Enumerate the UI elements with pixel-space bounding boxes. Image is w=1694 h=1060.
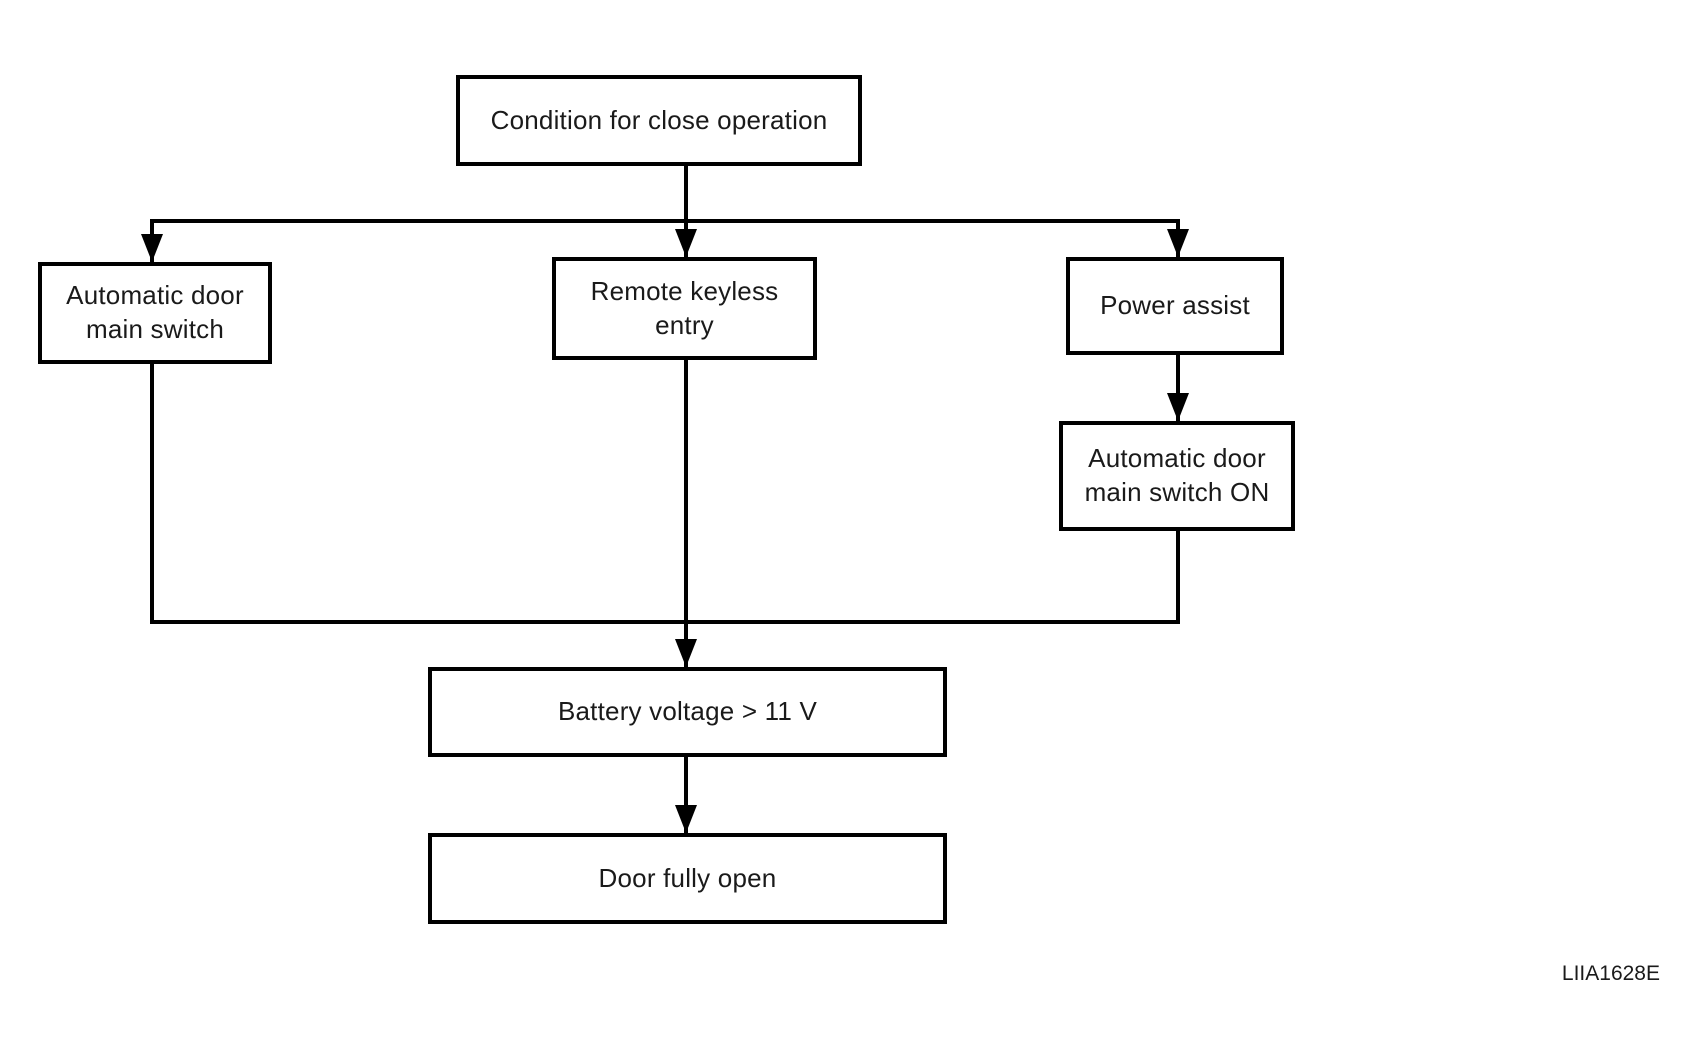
connector-condition-drop: [684, 166, 688, 257]
node-automatic-door-main-switch-on: Automatic door main switch ON: [1059, 421, 1295, 531]
connector-battery-to-door: [684, 757, 688, 833]
arrow-down-icon: [675, 639, 697, 667]
arrow-down-icon: [675, 229, 697, 257]
node-remote-keyless-entry: Remote keyless entry: [552, 257, 817, 360]
figure-code-label: LIIA1628E: [1561, 962, 1660, 985]
node-automatic-door-main-switch: Automatic door main switch: [38, 262, 272, 364]
node-door-fully-open: Door fully open: [428, 833, 947, 924]
arrow-down-icon: [675, 805, 697, 833]
connector-center-to-battery: [684, 360, 688, 667]
arrow-down-icon: [1167, 229, 1189, 257]
connector-branch-line: [150, 219, 1180, 223]
connector-power-assist-to-switch-on: [1176, 355, 1180, 421]
connector-merge-line: [150, 620, 1180, 624]
arrow-down-icon: [141, 234, 163, 262]
connector-switch-on-to-merge: [1176, 531, 1180, 624]
connector-main-switch-to-merge: [150, 364, 154, 624]
node-condition-for-close-operation: Condition for close operation: [456, 75, 862, 166]
node-battery-voltage: Battery voltage > 11 V: [428, 667, 947, 757]
node-power-assist: Power assist: [1066, 257, 1284, 355]
arrow-down-icon: [1167, 393, 1189, 421]
